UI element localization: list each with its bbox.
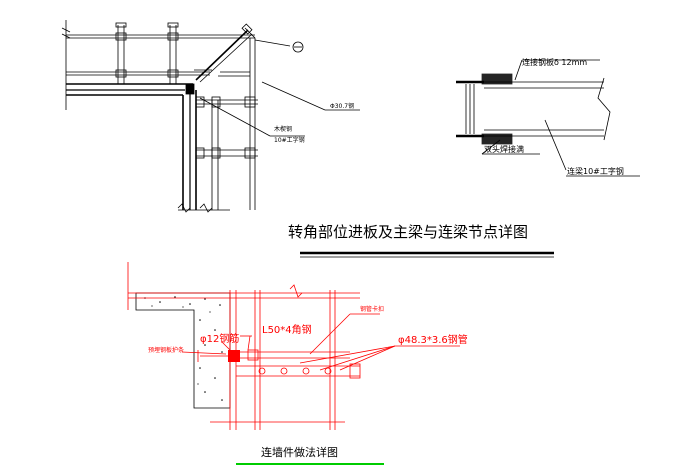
wall-tie-detail	[127, 262, 460, 430]
label-plate: 连接钢板δ 12mm	[522, 57, 587, 67]
label-weld: 双头焊接满	[484, 144, 524, 154]
label-pipe-bottom: φ48.3*3.6钢管	[398, 333, 468, 346]
label-rebar: φ12钢筋	[200, 332, 239, 345]
corner-plan-detail	[61, 20, 360, 213]
label-steel-line1: 木楔钢	[274, 125, 292, 133]
top-title: 转角部位进板及主梁与连梁节点详图	[288, 223, 528, 241]
label-beam: 连梁10#工字钢	[567, 166, 624, 176]
label-pipe-top: Φ30.7钢	[330, 102, 354, 110]
label-steel-line2: 10#工字钢	[274, 136, 305, 144]
label-angle: L50*4角钢	[262, 323, 312, 336]
bottom-caption: 连墙件做法详图	[261, 445, 338, 459]
label-clamp: 钢管卡扣	[360, 305, 384, 313]
label-embed: 预埋钢板护条	[148, 346, 184, 354]
beam-connection-detail	[456, 59, 640, 177]
